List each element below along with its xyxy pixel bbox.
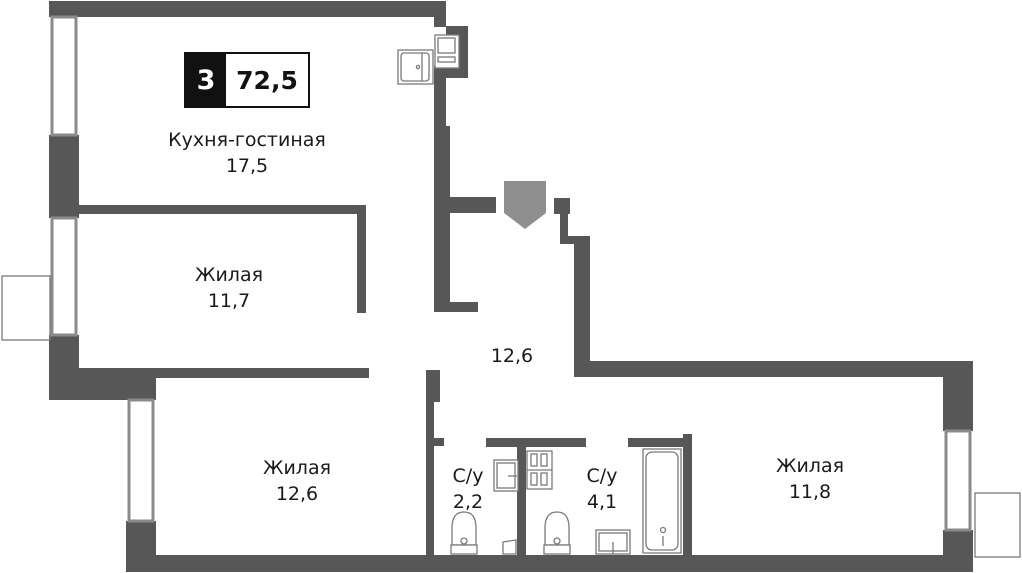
wall — [486, 438, 586, 447]
room-name: С/у — [452, 465, 484, 487]
room-area: 12,6 — [490, 345, 534, 367]
wall — [126, 521, 156, 572]
wall — [426, 398, 434, 558]
rooms-count: 3 — [186, 54, 226, 106]
entrance-arrow-icon — [504, 181, 546, 229]
apartment-badge: 3 72,5 — [184, 52, 310, 108]
wall — [560, 198, 568, 242]
room-label-bathroom-1: С/у 2,2 — [453, 463, 484, 515]
room-label-bedroom-1: Жилая 11,7 — [195, 262, 263, 314]
window — [50, 15, 78, 137]
wall — [357, 205, 366, 313]
washing-machine-icon — [526, 450, 553, 490]
room-area: 12,6 — [275, 483, 319, 505]
shower-drain-icon — [502, 539, 517, 555]
total-area: 72,5 — [226, 54, 308, 106]
bathtub-icon — [642, 448, 682, 554]
washbasin-icon — [493, 459, 519, 492]
room-name: С/у — [586, 465, 618, 487]
room-area: 11,7 — [207, 290, 251, 312]
window — [944, 429, 972, 532]
wall — [574, 236, 590, 376]
wall — [79, 205, 365, 214]
toilet-icon — [450, 511, 478, 555]
room-area: 17,5 — [225, 155, 269, 177]
room-label-hall: 12,6 — [491, 343, 533, 369]
window — [127, 398, 155, 523]
wall — [517, 438, 526, 558]
room-area: 2,2 — [452, 491, 484, 513]
balcony — [1, 275, 51, 341]
wall — [628, 438, 690, 447]
room-area: 11,8 — [788, 481, 832, 503]
wall — [426, 438, 444, 446]
washbasin-icon — [595, 529, 631, 555]
room-label-bedroom-3: Жилая 11,8 — [776, 453, 844, 505]
wall — [434, 302, 478, 312]
window — [50, 216, 78, 337]
room-label-bedroom-2: Жилая 12,6 — [263, 455, 331, 507]
wall — [49, 135, 79, 218]
wall — [126, 555, 973, 572]
room-name: Жилая — [262, 457, 332, 479]
kitchen-sink-icon — [397, 49, 434, 85]
balcony — [974, 492, 1021, 558]
room-area: 4,1 — [586, 491, 618, 513]
room-label-bathroom-2: С/у 4,1 — [587, 463, 618, 515]
wall — [943, 361, 973, 431]
room-name: Кухня-гостиная — [168, 129, 326, 151]
room-label-kitchen-living: Кухня-гостиная 17,5 — [168, 127, 326, 179]
wall — [434, 126, 450, 312]
wall — [434, 66, 446, 126]
toilet-icon — [543, 511, 571, 555]
wall — [49, 1, 446, 17]
wall — [434, 197, 496, 213]
room-name: Жилая — [194, 264, 264, 286]
wall — [126, 370, 156, 400]
wall — [434, 1, 446, 27]
room-name: Жилая — [775, 455, 845, 477]
stove-icon — [434, 34, 460, 69]
wall — [426, 370, 440, 402]
wall — [683, 434, 692, 558]
wall — [574, 361, 972, 377]
wall — [79, 368, 369, 378]
